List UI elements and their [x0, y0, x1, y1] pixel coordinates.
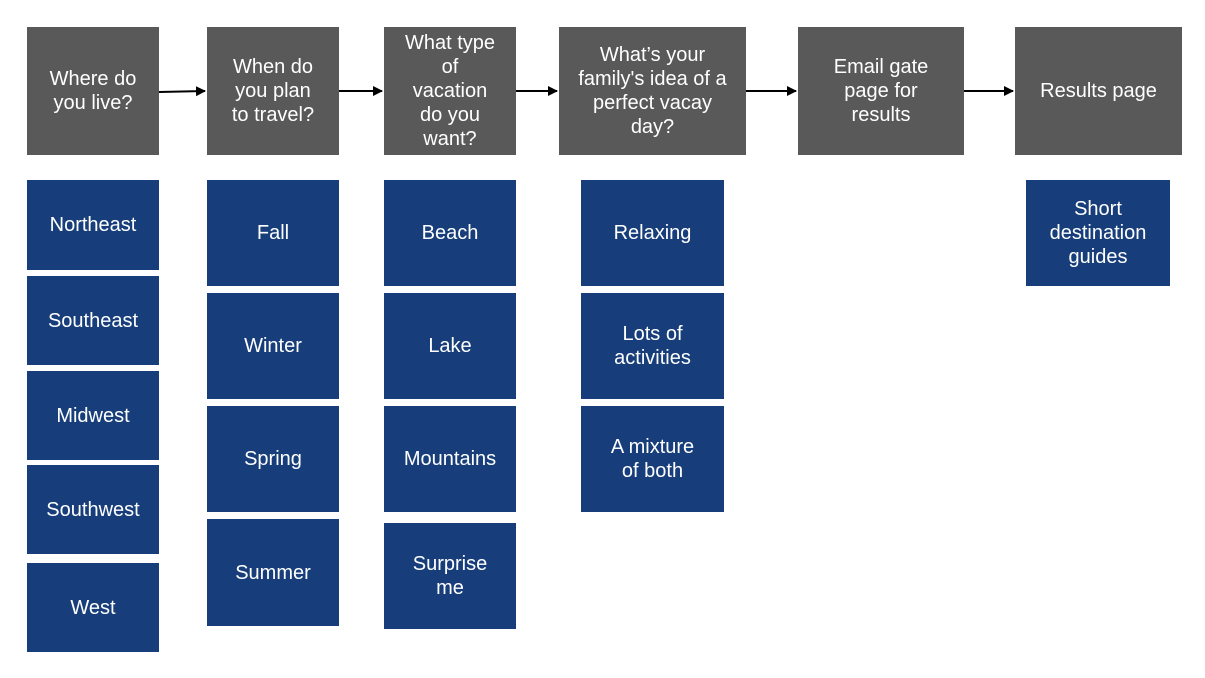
option-mountains: Mountains [384, 406, 516, 512]
option-label: Winter [244, 335, 302, 357]
option-northeast: Northeast [27, 180, 159, 270]
step-email-gate-page: Email gate page for results [798, 27, 964, 155]
option-winter: Winter [207, 293, 339, 399]
option-short-destination-guides: Short destination guides [1026, 180, 1170, 286]
option-label: Fall [256, 222, 290, 244]
option-label: Lake [428, 335, 472, 357]
step-where-do-you-live: Where do you live? [27, 27, 159, 155]
option-label: Midwest [56, 404, 130, 427]
option-label: Southwest [46, 498, 140, 521]
option-label: Mountains [403, 448, 497, 470]
step-label: What’s your family's idea of a perfect v… [578, 44, 727, 138]
option-midwest: Midwest [27, 371, 159, 460]
option-surprise-me: Surprise me [384, 523, 516, 629]
step-type-of-vacation: What type of vacation do you want? [384, 27, 516, 155]
step-label: When do you plan to travel? [231, 56, 315, 126]
option-label: Spring [244, 448, 302, 470]
option-label: West [70, 596, 116, 619]
step-label: Where do you live? [49, 68, 137, 114]
option-relaxing: Relaxing [581, 180, 724, 286]
option-label: Summer [235, 561, 311, 584]
option-summer: Summer [207, 519, 339, 626]
option-beach: Beach [384, 180, 516, 286]
step-label: What type of vacation do you want? [404, 32, 496, 150]
step-perfect-vacay-day: What’s your family's idea of a perfect v… [559, 27, 746, 155]
option-west: West [27, 563, 159, 652]
option-label: Lots of activities [614, 323, 691, 369]
option-lake: Lake [384, 293, 516, 399]
option-mixture-of-both: A mixture of both [581, 406, 724, 512]
option-southeast: Southeast [27, 276, 159, 365]
option-label: Surprise me [412, 553, 488, 599]
arrow-1 [158, 86, 206, 97]
option-spring: Spring [207, 406, 339, 512]
option-label: Relaxing [613, 222, 692, 244]
option-southwest: Southwest [27, 465, 159, 554]
step-when-do-you-plan-to-travel: When do you plan to travel? [207, 27, 339, 155]
step-results-page: Results page [1015, 27, 1182, 155]
option-label: Northeast [49, 214, 137, 236]
option-label: A mixture of both [610, 436, 695, 482]
option-label: Southeast [47, 309, 139, 332]
step-label: Email gate page for results [833, 56, 929, 126]
step-label: Results page [1040, 80, 1157, 102]
option-label: Short destination guides [1049, 198, 1147, 268]
option-fall: Fall [207, 180, 339, 286]
option-lots-of-activities: Lots of activities [581, 293, 724, 399]
option-label: Beach [421, 222, 479, 244]
